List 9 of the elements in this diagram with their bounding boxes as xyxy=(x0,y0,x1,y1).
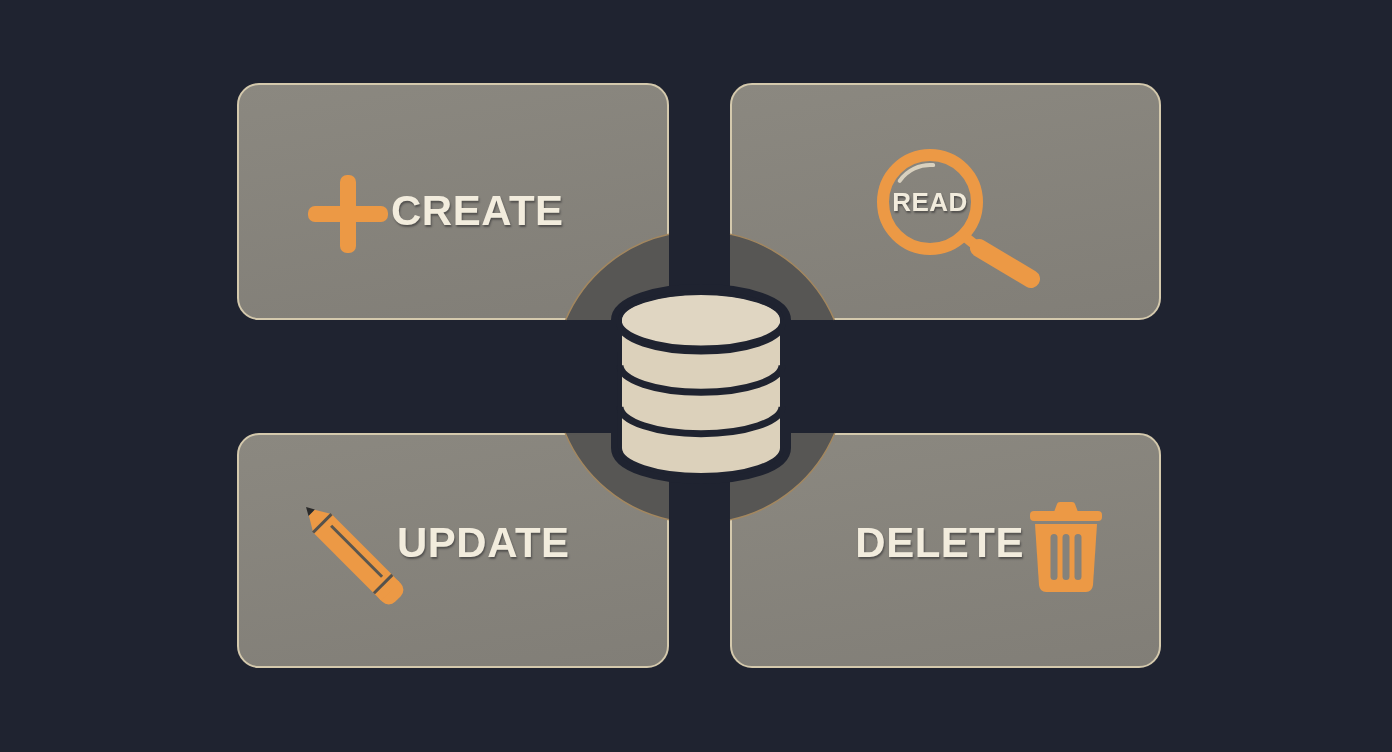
operation-card xyxy=(237,433,669,668)
operation-label: CREATE xyxy=(391,187,564,235)
operation-card xyxy=(730,83,1161,320)
operation-card xyxy=(730,433,1161,668)
operation-label: DELETE xyxy=(855,519,1024,567)
operation-label: READ xyxy=(892,187,968,217)
operation-label: UPDATE xyxy=(397,519,570,567)
database-cylinder xyxy=(610,283,792,485)
operation-card xyxy=(237,83,669,320)
